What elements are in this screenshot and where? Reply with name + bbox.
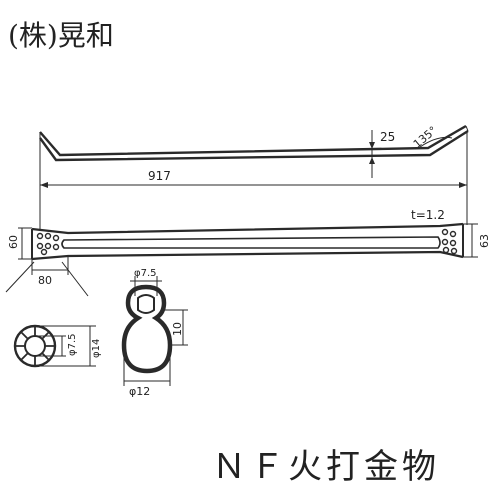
detail-leader-right — [61, 261, 89, 297]
hole-countersink-ribs — [15, 326, 55, 366]
length-arrow-left — [40, 182, 48, 188]
plan-view-center-groove — [61, 236, 441, 249]
plan-view-bottom-edge — [31, 250, 464, 261]
hole — [44, 242, 52, 250]
hole-small-dia-label: φ7.5 — [67, 334, 78, 357]
right-width-label: 63 — [478, 234, 491, 248]
hole — [40, 248, 48, 256]
hole — [449, 230, 457, 238]
detail-leader-left — [5, 261, 35, 293]
hole — [449, 239, 457, 247]
side-view-outline-bottom — [39, 129, 469, 162]
hole — [52, 234, 60, 242]
angle-label: 135° — [411, 124, 440, 151]
length-dimension-label: 917 — [148, 169, 171, 183]
end-length-dimension: 80 — [31, 256, 69, 287]
slot-height-label: 10 — [171, 322, 184, 336]
slot-narrow-dia-label: φ7.5 — [134, 268, 157, 279]
hole — [36, 242, 44, 250]
slot-wide-dia-label: φ12 — [129, 385, 150, 398]
hole — [52, 243, 60, 251]
left-width-label: 60 — [7, 235, 20, 249]
product-title: ＮＦ火打金物 — [212, 447, 440, 487]
hole — [441, 228, 449, 236]
keyhole-inner-slot — [137, 294, 155, 314]
plan-view-top-edge — [31, 222, 464, 235]
keyhole-detail: φ7.5 10 φ12 — [121, 268, 188, 398]
rise-arrow-top — [369, 142, 375, 149]
company-name: (株)晃和 — [8, 19, 114, 52]
rise-dimension-label: 25 — [380, 130, 395, 144]
length-dimension: 917 — [39, 131, 468, 230]
hole — [44, 232, 52, 240]
left-width-dimension: 60 — [7, 227, 32, 260]
hole — [36, 232, 44, 240]
plan-view: t=1.2 — [31, 208, 464, 261]
hole — [450, 247, 458, 255]
side-view-right-end — [465, 125, 469, 132]
keyhole-outline — [121, 284, 173, 374]
right-hole-cluster — [441, 228, 458, 255]
angle-arc — [419, 136, 453, 148]
thickness-label: t=1.2 — [411, 208, 445, 222]
right-width-dimension: 63 — [463, 223, 491, 258]
rise-arrow-bottom — [369, 157, 375, 164]
side-view: 25 135° — [39, 124, 469, 178]
end-length-label: 80 — [38, 274, 52, 287]
side-view-outline-top — [39, 124, 467, 157]
hole-detail: φ7.5 φ14 — [13, 324, 102, 368]
hole — [442, 246, 450, 254]
length-arrow-right — [459, 182, 467, 188]
left-hole-cluster — [36, 232, 60, 256]
hole — [441, 238, 449, 246]
hole-large-dia-label: φ14 — [91, 339, 102, 358]
